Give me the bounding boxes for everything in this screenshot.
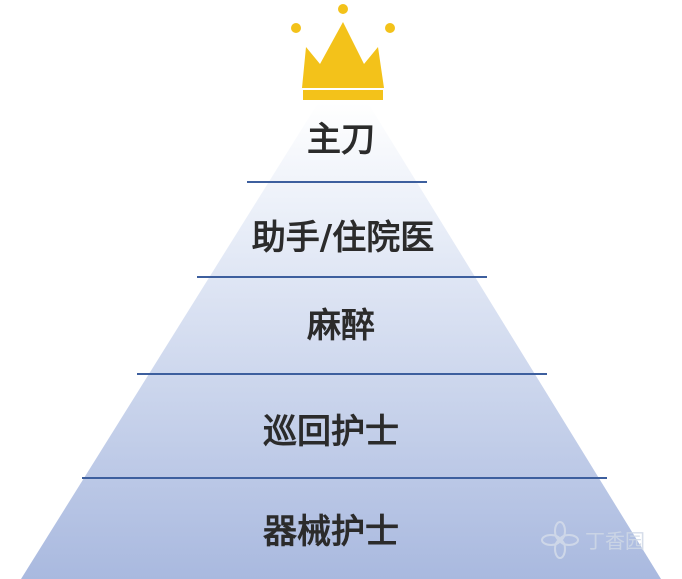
crown-icon bbox=[291, 4, 395, 100]
pyramid-shape bbox=[21, 103, 661, 579]
tier-label-anesthesia: 麻醉 bbox=[307, 306, 375, 346]
tier-label-circulating-nurse: 巡回护士 bbox=[263, 412, 399, 452]
tier-label-assistant: 助手/住院医 bbox=[252, 218, 434, 258]
tier-label-scrub-nurse: 器械护士 bbox=[263, 512, 399, 552]
flower-icon bbox=[541, 521, 579, 559]
watermark: 丁香园 bbox=[541, 521, 645, 559]
watermark-text: 丁香园 bbox=[585, 529, 645, 553]
tier-dividers bbox=[82, 181, 607, 479]
tier-label-surgeon: 主刀 bbox=[307, 120, 375, 160]
